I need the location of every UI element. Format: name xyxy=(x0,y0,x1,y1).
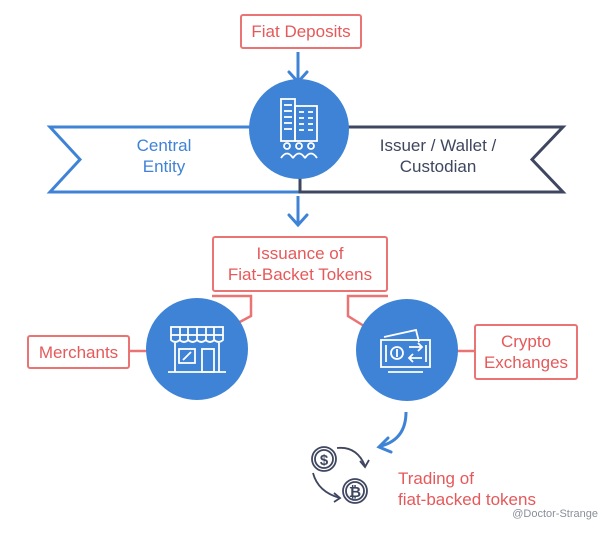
office-building-people-icon xyxy=(280,98,318,159)
bitcoin-glyph: ₿ xyxy=(349,484,361,501)
arrow-down-icon-1 xyxy=(287,52,309,85)
dollar-bitcoin-exchange-icon xyxy=(311,446,370,504)
connector-to-exchanges xyxy=(346,294,388,328)
curved-arrow-icon xyxy=(376,411,408,454)
issuance-box: Issuance of Fiat-Backet Tokens xyxy=(212,236,388,292)
central-circle xyxy=(249,79,349,179)
storefront-icon xyxy=(168,326,226,373)
cash-exchange-icon xyxy=(380,328,431,373)
issuer-label: Issuer / Wallet / Custodian xyxy=(379,136,497,176)
dollar-glyph: $ xyxy=(320,452,329,469)
crypto-exchanges-label: Crypto Exchanges xyxy=(483,332,569,372)
central-entity-label: Central Entity xyxy=(136,136,192,176)
arrow-down-icon-2 xyxy=(287,196,309,228)
crypto-exchanges-box: Crypto Exchanges xyxy=(474,324,578,380)
issuer-ribbon xyxy=(298,125,567,194)
merchants-label: Merchants xyxy=(38,342,119,362)
issuance-label: Issuance of Fiat-Backet Tokens xyxy=(227,244,373,284)
merchants-box: Merchants xyxy=(27,335,130,369)
connector-to-merchants xyxy=(212,294,253,326)
exchanges-circle xyxy=(356,299,458,401)
fiat-deposits-label: Fiat Deposits xyxy=(251,22,351,41)
merchants-circle xyxy=(146,298,248,400)
fiat-deposits-box: Fiat Deposits xyxy=(240,14,362,49)
trading-label: Trading of fiat-backed tokens xyxy=(398,469,536,509)
watermark: @Doctor-Strange xyxy=(512,508,598,520)
